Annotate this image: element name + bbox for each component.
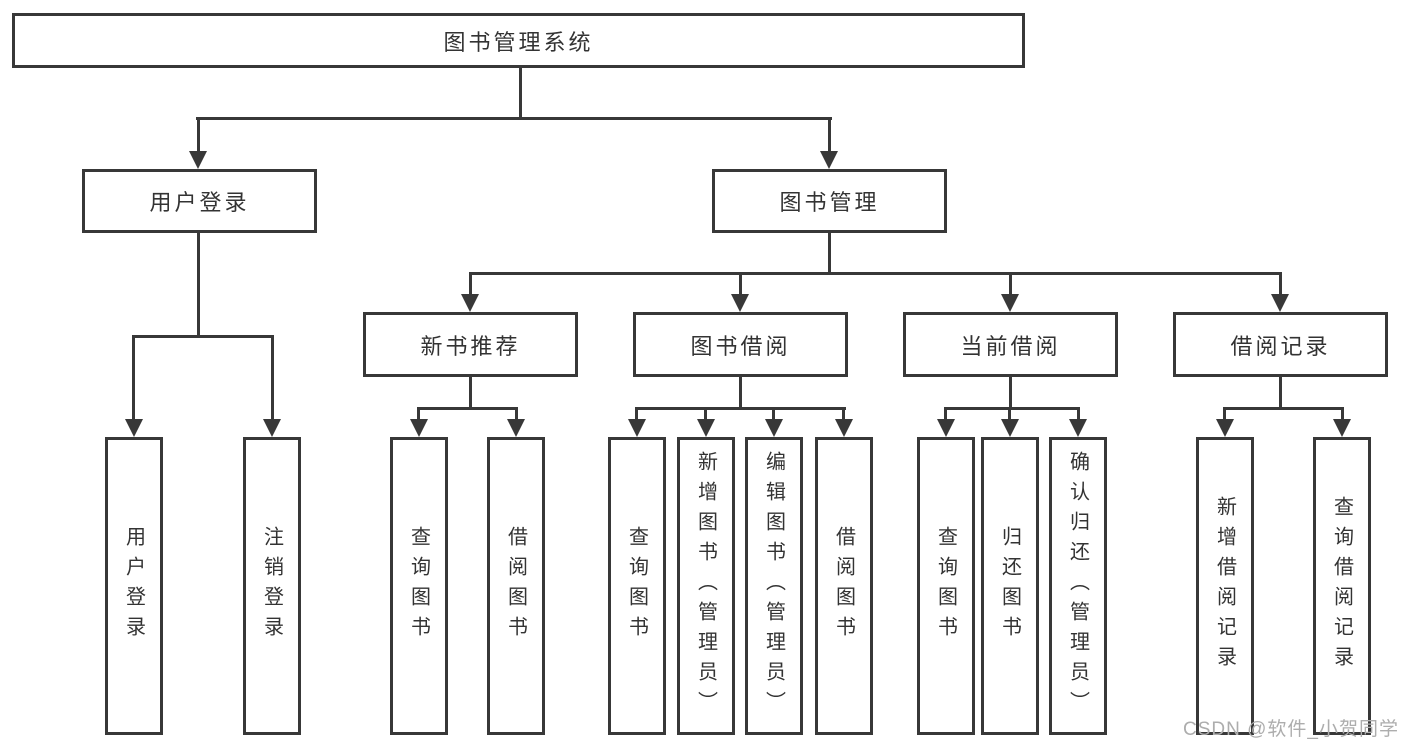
arrow-down-icon xyxy=(731,294,749,312)
arrow-down-icon xyxy=(835,419,853,437)
leaf-borrow-books-1-label: 借阅图书 xyxy=(504,526,527,646)
leaf-confirm-return-admin: 确认归还（管理员） xyxy=(1049,437,1107,735)
connector-new-book-branch xyxy=(417,407,518,410)
arrow-down-icon xyxy=(125,419,143,437)
arrow-down-icon xyxy=(937,419,955,437)
connector-root-drop xyxy=(519,68,522,120)
leaf-edit-books-admin: 编辑图书（管理员） xyxy=(745,437,803,735)
arrow-down-icon xyxy=(461,294,479,312)
csdn-watermark: CSDN @软件_小贺同学 xyxy=(1183,719,1399,740)
leaf-add-borrow-record-label: 新增借阅记录 xyxy=(1213,496,1236,676)
connector-stub xyxy=(842,407,845,423)
connector-stub xyxy=(704,407,707,423)
node-current-borrow-label: 当前借阅 xyxy=(960,333,1061,359)
connector-stub xyxy=(1008,407,1011,423)
connector-level2-branch xyxy=(469,272,1282,275)
connector-stub-book-borrow xyxy=(739,272,742,300)
node-book-mgmt-label: 图书管理 xyxy=(779,190,880,215)
node-new-book-recommend-label: 新书推荐 xyxy=(420,333,521,359)
connector-current-borrow-drop xyxy=(1009,377,1012,409)
node-library-system: 图书管理系统 xyxy=(12,13,1025,68)
leaf-logout-label: 注销登录 xyxy=(260,526,283,646)
arrow-down-icon xyxy=(1271,294,1289,312)
leaf-query-borrow-record: 查询借阅记录 xyxy=(1313,437,1371,735)
connector-stub-borrow-records xyxy=(1279,272,1282,300)
leaf-query-borrow-record-label: 查询借阅记录 xyxy=(1330,496,1353,676)
connector-stub xyxy=(772,407,775,423)
leaf-query-books-2-label: 查询图书 xyxy=(625,526,648,646)
connector-stub-new-book xyxy=(469,272,472,300)
node-book-borrow: 图书借阅 xyxy=(633,312,848,377)
connector-stub-user-login xyxy=(197,117,200,155)
connector-stub xyxy=(635,407,638,423)
connector-book-borrow-drop xyxy=(739,377,742,409)
leaf-return-books-label: 归还图书 xyxy=(998,526,1021,646)
leaf-query-books-1-label: 查询图书 xyxy=(407,526,430,646)
node-book-borrow-label: 图书借阅 xyxy=(690,333,791,359)
arrow-down-icon xyxy=(410,419,428,437)
leaf-logout: 注销登录 xyxy=(243,437,301,735)
node-book-mgmt: 图书管理 xyxy=(712,169,947,233)
connector-stub xyxy=(417,407,420,423)
connector-level1-branch xyxy=(196,117,832,120)
arrow-down-icon xyxy=(1333,419,1351,437)
node-new-book-recommend: 新书推荐 xyxy=(363,312,578,377)
connector-stub xyxy=(1077,407,1080,423)
node-library-system-label: 图书管理系统 xyxy=(443,29,594,55)
connector-user-login-branch xyxy=(132,335,274,338)
leaf-query-books-1: 查询图书 xyxy=(390,437,448,735)
node-user-login: 用户登录 xyxy=(82,169,317,233)
leaf-add-borrow-record: 新增借阅记录 xyxy=(1196,437,1254,735)
leaf-borrow-books-2: 借阅图书 xyxy=(815,437,873,735)
connector-borrow-records-branch xyxy=(1223,407,1344,410)
connector-stub-logout-leaf xyxy=(271,335,274,423)
connector-book-mgmt-drop xyxy=(828,233,831,275)
connector-current-borrow-branch xyxy=(944,407,1080,410)
arrow-down-icon xyxy=(189,151,207,169)
arrow-down-icon xyxy=(628,419,646,437)
arrow-down-icon xyxy=(820,151,838,169)
arrow-down-icon xyxy=(1216,419,1234,437)
arrow-down-icon xyxy=(765,419,783,437)
connector-stub xyxy=(1341,407,1344,423)
leaf-return-books: 归还图书 xyxy=(981,437,1039,735)
node-user-login-label: 用户登录 xyxy=(149,190,250,215)
node-borrow-records: 借阅记录 xyxy=(1173,312,1388,377)
connector-user-login-drop xyxy=(197,233,200,338)
connector-book-borrow-branch xyxy=(635,407,846,410)
leaf-add-books-admin: 新增图书（管理员） xyxy=(677,437,735,735)
leaf-user-login: 用户登录 xyxy=(105,437,163,735)
node-borrow-records-label: 借阅记录 xyxy=(1230,333,1331,359)
leaf-borrow-books-1: 借阅图书 xyxy=(487,437,545,735)
leaf-borrow-books-2-label: 借阅图书 xyxy=(832,526,855,646)
leaf-query-books-2: 查询图书 xyxy=(608,437,666,735)
connector-stub-login-leaf xyxy=(132,335,135,423)
arrow-down-icon xyxy=(697,419,715,437)
arrow-down-icon xyxy=(1069,419,1087,437)
connector-stub-current-borrow xyxy=(1009,272,1012,300)
connector-stub xyxy=(1223,407,1226,423)
leaf-edit-books-admin-label: 编辑图书（管理员） xyxy=(762,451,785,721)
connector-stub-book-mgmt xyxy=(828,117,831,155)
leaf-query-books-3-label: 查询图书 xyxy=(934,526,957,646)
leaf-user-login-label: 用户登录 xyxy=(122,526,145,646)
arrow-down-icon xyxy=(263,419,281,437)
arrow-down-icon xyxy=(1001,294,1019,312)
node-current-borrow: 当前借阅 xyxy=(903,312,1118,377)
connector-stub xyxy=(515,407,518,423)
arrow-down-icon xyxy=(1001,419,1019,437)
leaf-add-books-admin-label: 新增图书（管理员） xyxy=(694,451,717,721)
arrow-down-icon xyxy=(507,419,525,437)
connector-stub xyxy=(944,407,947,423)
connector-borrow-records-drop xyxy=(1279,377,1282,409)
leaf-confirm-return-admin-label: 确认归还（管理员） xyxy=(1066,451,1089,721)
connector-new-book-drop xyxy=(469,377,472,409)
leaf-query-books-3: 查询图书 xyxy=(917,437,975,735)
